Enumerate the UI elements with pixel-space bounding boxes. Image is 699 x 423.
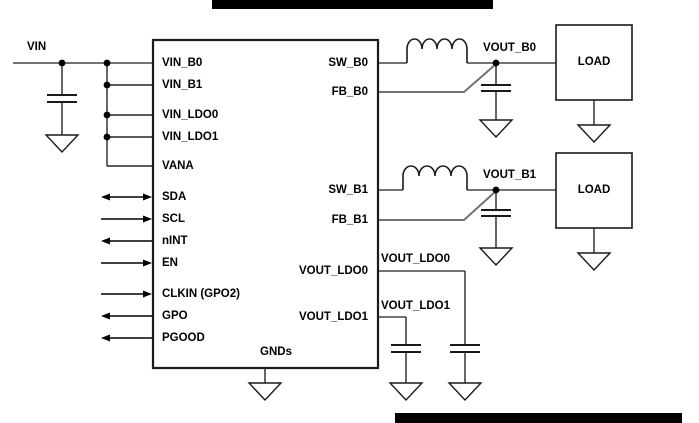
load-b1-label: LOAD — [578, 184, 611, 196]
load-b0-box — [555, 24, 633, 101]
input-ground-icon — [44, 134, 80, 154]
ic-left-pin-labels: VIN_B0 VIN_B1 VIN_LDO0 VIN_LDO1 VANA SDA… — [162, 57, 240, 344]
net-label-vout-b1: VOUT_B1 — [483, 169, 537, 181]
pin-label-scl: SCL — [162, 213, 185, 225]
redaction-bar-bottom — [395, 413, 682, 423]
sda-arrowhead-right-icon — [143, 193, 152, 201]
pin-label-vin-b0: VIN_B0 — [162, 57, 202, 69]
pin-label-vout-ldo0: VOUT_LDO0 — [299, 265, 368, 277]
vout-ldo1-capacitor-icon — [391, 344, 421, 353]
input-capacitor-icon — [47, 94, 77, 103]
ground-symbols — [44, 119, 612, 402]
pin-label-sda: SDA — [162, 191, 186, 203]
pin-label-fb-b1: FB_B1 — [332, 214, 369, 226]
net-label-vin: VIN — [27, 41, 46, 53]
junction-dot — [103, 111, 111, 119]
net-label-vout-ldo0: VOUT_LDO0 — [381, 253, 450, 265]
pin-label-pgood: PGOOD — [162, 332, 205, 344]
pin-label-gnds: GNDs — [260, 346, 292, 358]
buck-b0-inductor-icon — [406, 38, 468, 63]
junction-dot — [103, 59, 111, 67]
net-label-vout-b0: VOUT_B0 — [483, 42, 536, 54]
pin-label-sw-b0: SW_B0 — [328, 57, 368, 69]
vout-ldo1-cap-ground-icon — [388, 382, 424, 402]
scl-arrowhead-icon — [143, 215, 152, 223]
pin-label-vin-b1: VIN_B1 — [162, 79, 203, 91]
pin-label-vin-ldo0: VIN_LDO0 — [162, 109, 218, 121]
pmic-ic-body — [151, 38, 380, 370]
net-label-vout-ldo1: VOUT_LDO1 — [381, 300, 451, 312]
pin-label-sw-b1: SW_B1 — [328, 184, 368, 196]
junction-dots — [58, 59, 500, 194]
vout-b1-cap-ground-icon — [478, 247, 514, 267]
vout-b0-capacitor-icon — [481, 84, 511, 92]
redaction-bar-top — [212, 0, 493, 9]
pin-label-en: EN — [162, 257, 178, 269]
buck-b1-inductor-icon — [402, 165, 468, 190]
pin-label-vin-ldo1: VIN_LDO1 — [162, 131, 219, 143]
nint-arrowhead-icon — [101, 237, 110, 245]
pin-label-fb-b0: FB_B0 — [332, 86, 368, 98]
junction-dot — [492, 186, 500, 194]
fb-b0-feedback-wire — [378, 63, 497, 93]
clkin-arrowhead-icon — [143, 290, 152, 298]
vout-ldo0-capacitor-icon — [450, 344, 480, 353]
en-arrowhead-icon — [143, 259, 152, 267]
vout-ldo0-cap-ground-icon — [447, 382, 483, 402]
gpo-arrowhead-icon — [101, 312, 110, 320]
vout-b0-cap-ground-icon — [478, 119, 514, 139]
pin-label-clkin: CLKIN (GPO2) — [162, 288, 240, 300]
sda-arrowhead-left-icon — [101, 193, 110, 201]
load-b0-ground-icon — [576, 124, 612, 144]
pin-label-nint: nINT — [162, 235, 188, 247]
load-b1-ground-icon — [576, 252, 612, 272]
junction-dot — [492, 59, 500, 67]
junction-dot — [58, 59, 66, 67]
pin-label-vana: VANA — [162, 160, 194, 172]
ic-right-pin-labels: SW_B0 FB_B0 SW_B1 FB_B1 VOUT_LDO0 VOUT_L… — [299, 57, 369, 323]
vout-b1-capacitor-icon — [481, 209, 511, 217]
vin-branch-bus-wire — [106, 63, 153, 167]
junction-dot — [103, 81, 111, 89]
load-b0-label: LOAD — [578, 56, 611, 68]
signal-arrows — [101, 193, 152, 342]
fb-b1-feedback-wire — [378, 190, 497, 221]
pgood-arrowhead-icon — [101, 334, 110, 342]
pin-label-gpo: GPO — [162, 310, 188, 322]
junction-dot — [103, 133, 111, 141]
ic-gnds-ground-icon — [247, 382, 283, 402]
pin-label-vout-ldo1: VOUT_LDO1 — [299, 311, 369, 323]
load-b1-box — [555, 152, 633, 229]
